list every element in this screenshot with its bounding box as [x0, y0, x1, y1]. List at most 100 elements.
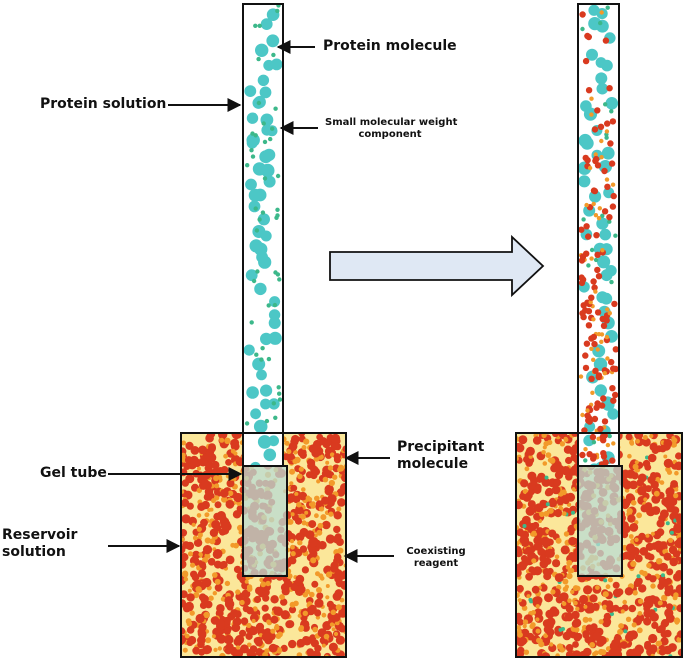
precipitant-molecule — [340, 483, 349, 492]
coexisting-reagent-particle — [562, 601, 567, 606]
small-component-particle — [545, 476, 549, 480]
coexisting-reagent-particle — [326, 584, 330, 588]
precipitant-molecule — [609, 160, 615, 166]
precipitant-molecule — [609, 457, 615, 463]
precipitant-molecule — [192, 647, 200, 655]
precipitant-molecule — [593, 405, 599, 411]
coexisting-reagent-particle — [294, 457, 300, 463]
small-component-particle — [603, 102, 607, 106]
small-component-particle — [277, 277, 281, 281]
coexisting-reagent-particle — [564, 531, 569, 536]
coexisting-reagent-particle — [197, 513, 202, 518]
coexisting-reagent-particle — [621, 609, 625, 613]
precipitant-molecule — [676, 537, 685, 546]
coexisting-reagent-particle — [183, 648, 188, 653]
small-component-particle — [276, 174, 280, 178]
coexisting-reagent-particle — [525, 466, 530, 471]
precipitant-molecule — [516, 585, 524, 593]
right-panel — [512, 4, 685, 662]
coexisting-reagent-particle — [266, 620, 271, 625]
label-precipitant-molecule: Precipitant molecule — [397, 439, 484, 473]
precipitant-molecule — [560, 592, 569, 601]
protein-molecule — [244, 85, 256, 97]
precipitant-molecule — [582, 307, 588, 313]
coexisting-reagent-particle — [225, 581, 230, 586]
precipitant-molecule — [584, 157, 590, 163]
coexisting-reagent-particle — [605, 307, 609, 311]
coexisting-reagent-particle — [584, 203, 588, 207]
coexisting-reagent-particle — [637, 627, 643, 633]
small-component-particle — [254, 133, 258, 137]
precipitant-molecule — [186, 603, 194, 611]
precipitant-molecule — [603, 37, 609, 43]
precipitant-molecule — [533, 486, 541, 494]
precipitant-molecule — [539, 555, 546, 562]
coexisting-reagent-particle — [314, 513, 319, 518]
coexisting-reagent-particle — [605, 177, 609, 181]
precipitant-molecule — [532, 586, 540, 594]
coexisting-reagent-particle — [291, 512, 295, 516]
precipitant-molecule — [181, 499, 189, 507]
precipitant-molecule — [566, 605, 574, 613]
precipitant-molecule — [227, 479, 235, 487]
precipitant-molecule — [579, 280, 585, 286]
coexisting-reagent-particle — [633, 590, 638, 595]
precipitant-molecule — [308, 520, 316, 528]
precipitant-molecule — [565, 457, 572, 464]
precipitant-molecule — [552, 486, 561, 495]
precipitant-molecule — [288, 640, 296, 648]
protein-molecule — [247, 138, 258, 149]
small-component-particle — [258, 24, 262, 28]
precipitant-molecule — [520, 479, 528, 487]
coexisting-reagent-particle — [606, 443, 610, 447]
coexisting-reagent-particle — [531, 558, 536, 563]
coexisting-reagent-particle — [599, 155, 603, 159]
precipitant-molecule — [235, 635, 244, 644]
precipitant-molecule — [264, 613, 271, 620]
precipitant-molecule — [579, 452, 585, 458]
coexisting-reagent-particle — [657, 641, 662, 646]
coexisting-reagent-particle — [597, 216, 601, 220]
coexisting-reagent-particle — [192, 523, 196, 527]
precipitant-molecule — [254, 596, 261, 603]
precipitant-molecule — [659, 563, 668, 572]
coexisting-reagent-particle — [673, 493, 678, 498]
precipitant-molecule — [225, 459, 232, 466]
precipitant-molecule — [552, 559, 560, 567]
coexisting-reagent-particle — [546, 452, 552, 458]
coexisting-reagent-particle — [585, 408, 589, 412]
protein-molecule — [597, 83, 609, 95]
coexisting-reagent-particle — [651, 532, 655, 536]
protein-molecule — [264, 449, 277, 462]
coexisting-reagent-particle — [588, 618, 592, 622]
coexisting-reagent-particle — [588, 166, 592, 170]
small-component-particle — [580, 27, 584, 31]
precipitant-molecule — [644, 643, 651, 650]
precipitant-molecule — [255, 639, 263, 647]
small-component-particle — [661, 573, 665, 577]
precipitant-molecule — [316, 592, 323, 599]
coexisting-reagent-particle — [642, 571, 648, 577]
precipitant-molecule — [291, 435, 300, 444]
precipitant-molecule — [544, 625, 552, 633]
coexisting-reagent-particle — [190, 563, 195, 568]
precipitant-molecule — [661, 621, 668, 628]
coexisting-reagent-particle — [654, 491, 660, 497]
precipitant-molecule — [662, 646, 670, 654]
small-component-particle — [262, 121, 266, 125]
coexisting-reagent-particle — [212, 572, 218, 578]
coexisting-reagent-particle — [667, 470, 672, 475]
coexisting-reagent-particle — [606, 584, 611, 589]
protein-molecule — [271, 59, 283, 71]
precipitant-molecule — [289, 557, 296, 564]
coexisting-reagent-particle — [197, 527, 202, 532]
coexisting-reagent-particle — [290, 602, 296, 608]
small-component-particle — [609, 280, 613, 284]
coexisting-reagent-particle — [556, 538, 562, 544]
precipitant-molecule — [196, 614, 205, 623]
precipitant-molecule — [202, 646, 211, 655]
coexisting-reagent-particle — [631, 500, 637, 506]
precipitant-molecule — [300, 545, 307, 552]
small-component-particle — [253, 24, 257, 28]
precipitant-molecule — [607, 140, 613, 146]
